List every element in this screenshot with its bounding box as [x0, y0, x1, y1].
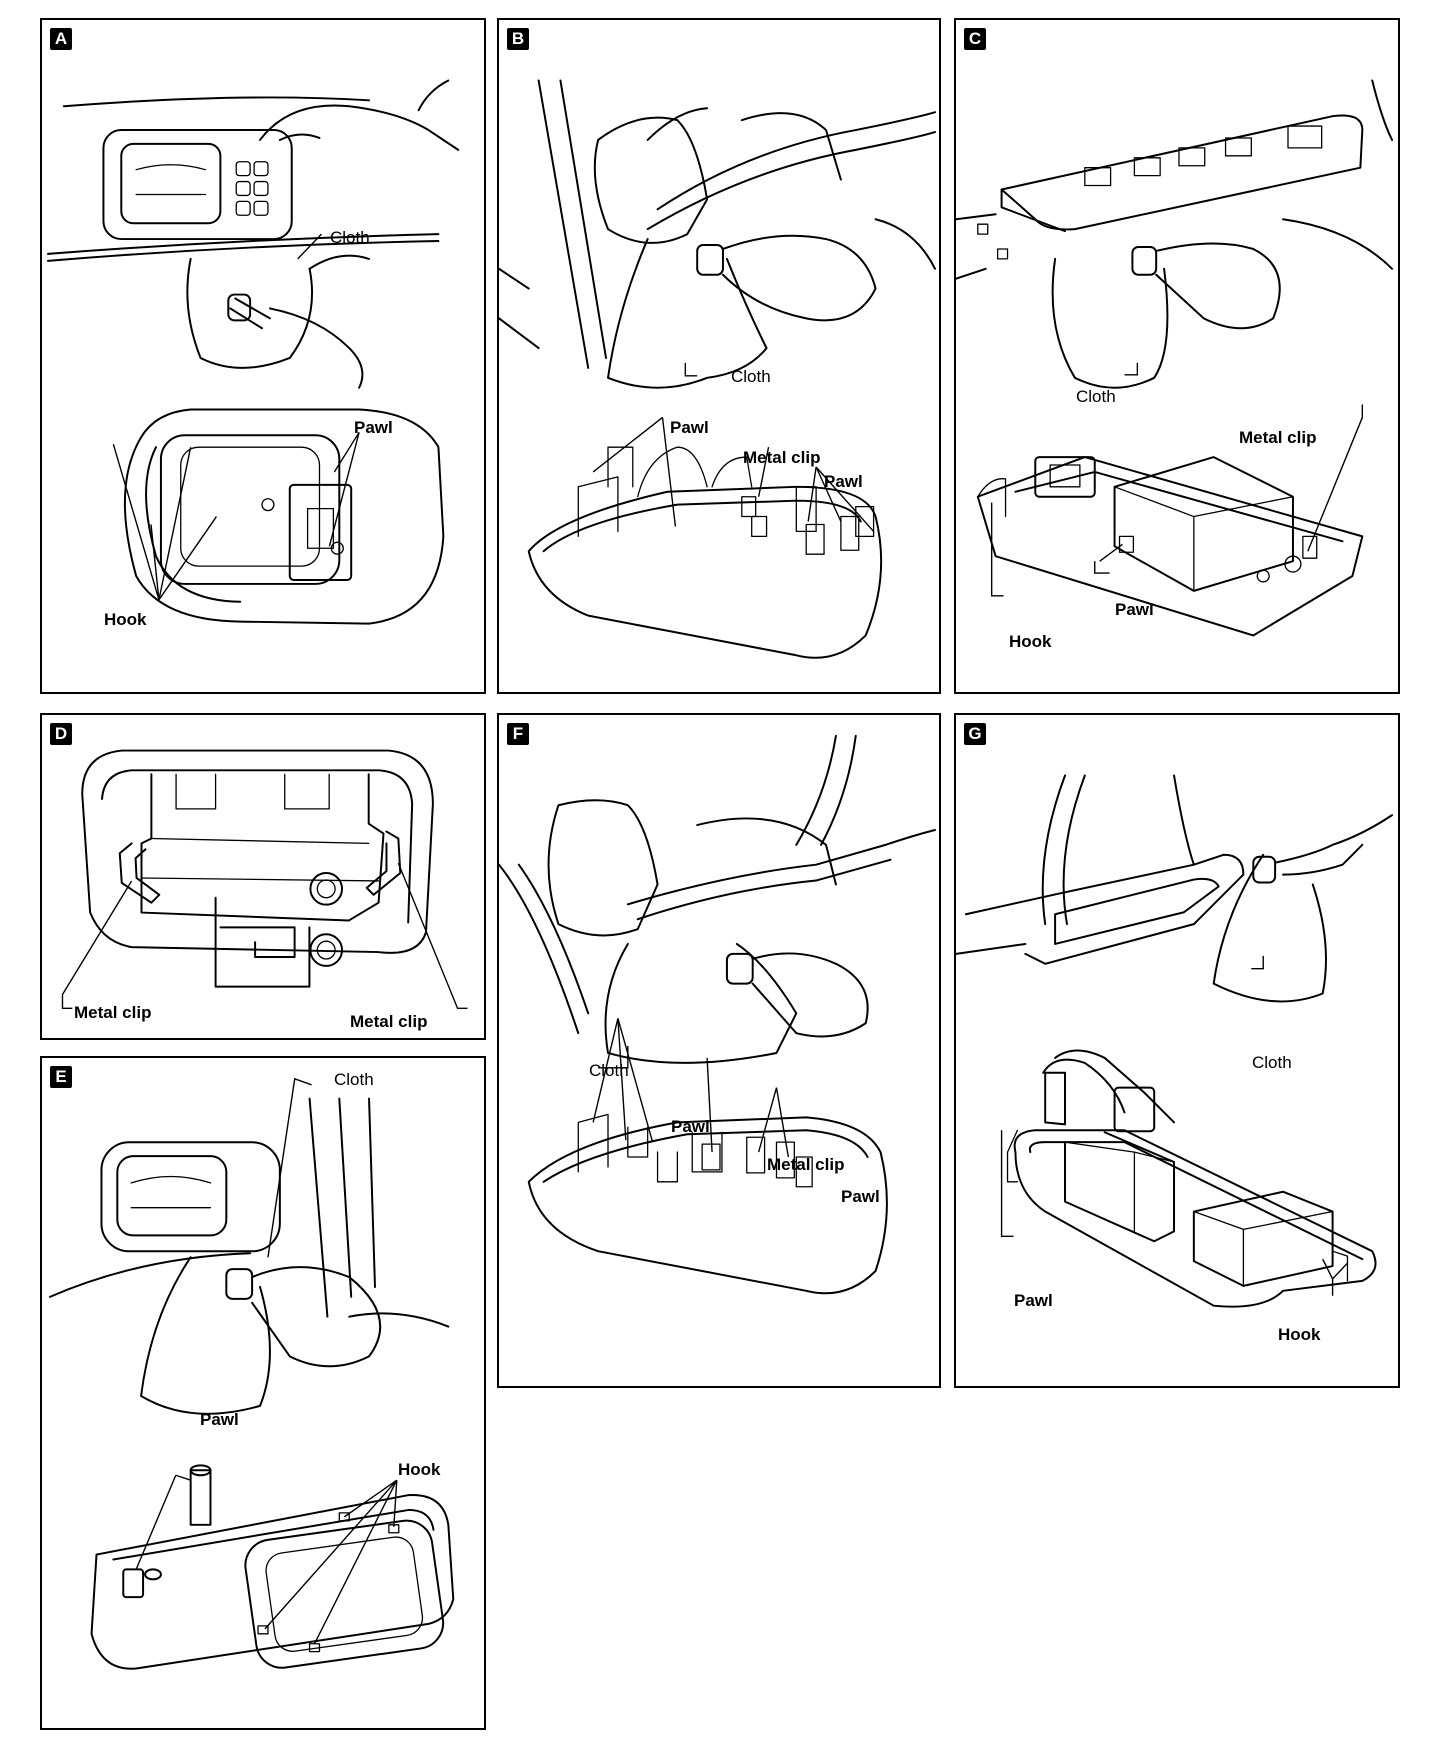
panel-b-metal-clip-label: Metal clip: [743, 448, 821, 467]
panel-b-cloth-label: Cloth: [731, 367, 771, 386]
panel-c-hook-label: Hook: [1009, 632, 1052, 651]
panel-a-pawl-label: Pawl: [354, 418, 393, 437]
panel-f-pawl1-label: Pawl: [671, 1117, 710, 1136]
panel-d-metal-clip-right-label: Metal clip: [350, 1012, 428, 1031]
panel-f-pawl2-label: Pawl: [841, 1187, 880, 1206]
panel-a-hook-label: Hook: [104, 610, 147, 629]
panel-c: C Cloth Metal clip: [954, 18, 1400, 694]
panel-b-pawl1-label: Pawl: [670, 418, 709, 437]
panel-b-pawl2-label: Pawl: [824, 472, 863, 491]
panel-e-illustration: [48, 1077, 455, 1670]
panel-e-cloth-label: Cloth: [334, 1070, 374, 1089]
panel-b: B Cloth Pawl Metal clip Pawl: [497, 18, 941, 694]
panel-g-cloth-label: Cloth: [1252, 1053, 1292, 1072]
panel-c-metal-clip-label: Metal clip: [1239, 428, 1317, 447]
panel-f-badge: F: [507, 723, 529, 745]
panel-e-hook-label: Hook: [398, 1460, 441, 1479]
panel-c-illustration: [956, 79, 1394, 637]
panel-a: A Cloth: [40, 18, 486, 694]
panel-d-badge: D: [50, 723, 72, 745]
panel-d-illustration: [61, 749, 468, 1010]
panel-b-badge: B: [507, 28, 529, 50]
panel-g: G Cloth Pawl Hook: [954, 713, 1400, 1388]
panel-a-illustration: [46, 79, 460, 625]
panel-a-badge: A: [50, 28, 72, 50]
panel-e-pawl-label: Pawl: [200, 1410, 239, 1429]
panel-g-hook-label: Hook: [1278, 1325, 1321, 1344]
panel-e-badge: E: [50, 1066, 72, 1088]
panel-b-illustration: [499, 79, 937, 659]
panel-c-pawl-label: Pawl: [1115, 600, 1154, 619]
panel-d-metal-clip-left-label: Metal clip: [74, 1003, 152, 1022]
panel-e: E Cloth Pawl Hook: [40, 1056, 486, 1730]
panel-g-pawl-label: Pawl: [1014, 1291, 1053, 1310]
panel-d: D Metal clip Metal clip: [40, 713, 486, 1040]
panel-g-illustration: [956, 774, 1394, 1308]
panel-f-metal-clip-label: Metal clip: [767, 1155, 845, 1174]
panel-c-badge: C: [964, 28, 986, 50]
panel-f-cloth-label: Cloth: [589, 1061, 629, 1080]
panel-f-illustration: [499, 734, 937, 1295]
panel-g-badge: G: [964, 723, 986, 745]
panel-f: F Cloth Pawl Metal clip Pawl: [497, 713, 941, 1388]
panel-c-cloth-label: Cloth: [1076, 387, 1116, 406]
panel-a-cloth-label: Cloth: [330, 228, 370, 247]
